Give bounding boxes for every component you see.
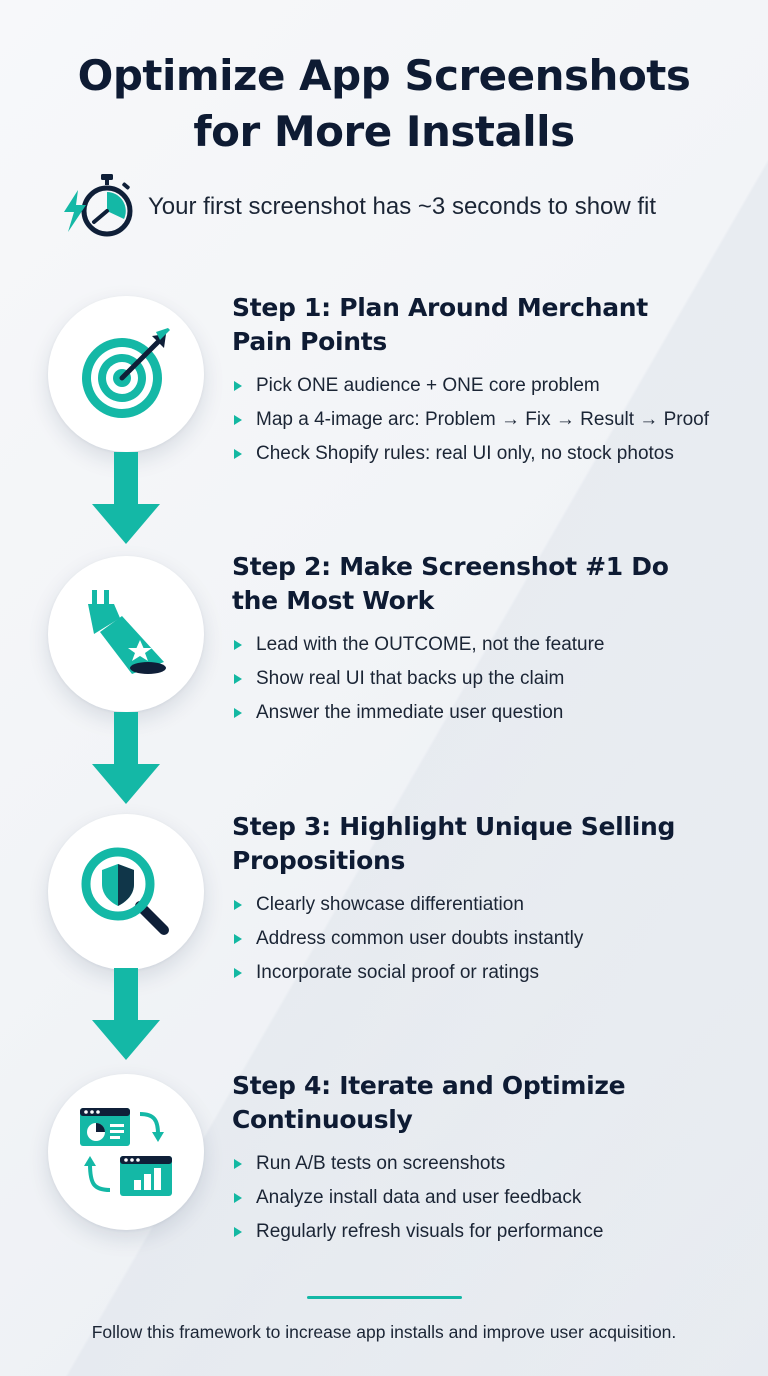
- step-3-icon-circle: [48, 814, 204, 970]
- step-1-icon-circle: [48, 296, 204, 452]
- step-4-bullets: Run A/B tests on screenshots Analyze ins…: [232, 1147, 742, 1249]
- title-line-1: Optimize App Screenshots: [77, 51, 691, 100]
- down-arrow-icon: [92, 712, 160, 804]
- footer-text: Follow this framework to increase app in…: [91, 1322, 677, 1342]
- chevron-right-icon: [234, 900, 242, 910]
- list-item: Incorporate social proof or ratings: [232, 956, 742, 990]
- down-arrow-icon: [92, 968, 160, 1060]
- list-item: Lead with the OUTCOME, not the feature: [232, 628, 742, 662]
- chevron-right-icon: [234, 1227, 242, 1237]
- down-arrow-icon: [92, 452, 160, 544]
- list-item: Answer the immediate user question: [232, 696, 742, 730]
- chevron-right-icon: [234, 415, 242, 425]
- list-item: Clearly showcase differentiation: [232, 888, 742, 922]
- list-item: Regularly refresh visuals for performanc…: [232, 1215, 742, 1249]
- chevron-right-icon: [234, 1193, 242, 1203]
- page-title: Optimize App Screenshots for More Instal…: [0, 48, 768, 160]
- step-3-bullets: Clearly showcase differentiation Address…: [232, 888, 742, 990]
- step-1-bullets: Pick ONE audience + ONE core problem Map…: [232, 369, 742, 471]
- step-2-icon-circle: [48, 556, 204, 712]
- list-item: Analyze install data and user feedback: [232, 1181, 742, 1215]
- step-4-icon-circle: [48, 1074, 204, 1230]
- list-item: Pick ONE audience + ONE core problem: [232, 369, 742, 403]
- title-line-2: for More Installs: [193, 107, 575, 156]
- magnifier-shield-icon: [81, 847, 169, 935]
- list-item: Address common user doubts instantly: [232, 922, 742, 956]
- chevron-right-icon: [234, 640, 242, 650]
- chevron-right-icon: [234, 1159, 242, 1169]
- chevron-right-icon: [234, 934, 242, 944]
- chevron-right-icon: [234, 968, 242, 978]
- chevron-right-icon: [234, 674, 242, 684]
- ab-test-windows-icon: [80, 1108, 172, 1196]
- list-item: Show real UI that backs up the claim: [232, 662, 742, 696]
- subtitle-row: Your first screenshot has ~3 seconds to …: [58, 172, 738, 242]
- divider: [307, 1296, 462, 1299]
- list-item: Map a 4-image arc: Problem → Fix → Resul…: [232, 403, 742, 437]
- list-item: Check Shopify rules: real UI only, no st…: [232, 437, 742, 471]
- target-icon: [82, 328, 170, 418]
- list-item: Run A/B tests on screenshots: [232, 1147, 742, 1181]
- subtitle: Your first screenshot has ~3 seconds to …: [148, 193, 657, 220]
- step-2-bullets: Lead with the OUTCOME, not the feature S…: [232, 628, 742, 730]
- stopwatch-lightning-icon: [64, 174, 133, 237]
- spotlight-star-icon: [88, 590, 166, 674]
- chevron-right-icon: [234, 449, 242, 459]
- chevron-right-icon: [234, 708, 242, 718]
- chevron-right-icon: [234, 381, 242, 391]
